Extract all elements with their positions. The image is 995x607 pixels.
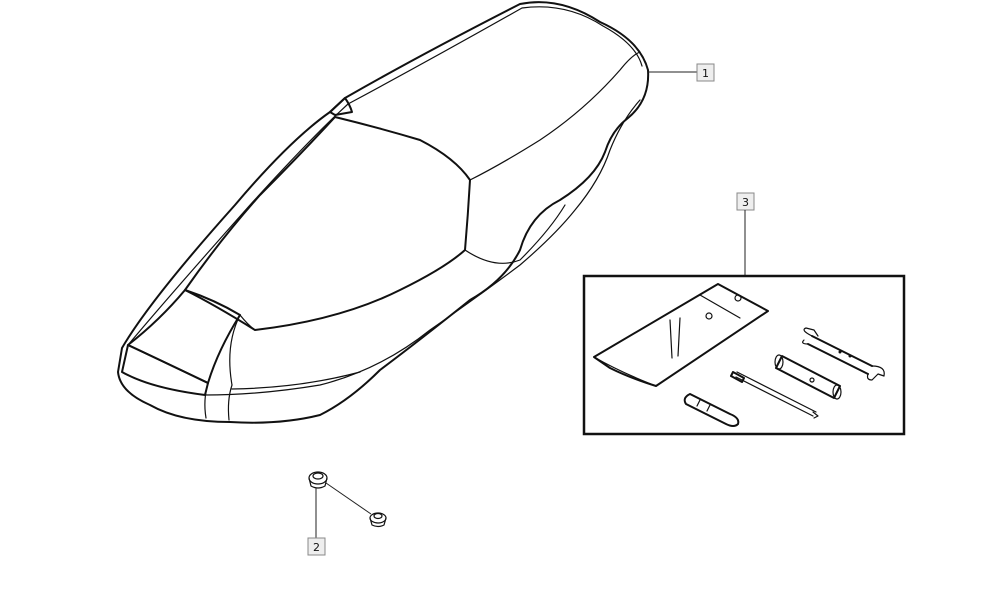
tool-kit-frame <box>582 274 906 436</box>
callout-1[interactable]: 1 <box>696 63 715 82</box>
callout-1-label: 1 <box>702 67 709 80</box>
callout-3-label: 3 <box>742 196 749 209</box>
callout-3[interactable]: 3 <box>736 192 755 211</box>
cap-nut-icon[interactable] <box>369 512 387 528</box>
box-wrench-icon <box>774 354 842 400</box>
screwdriver-handle-icon <box>683 393 740 427</box>
seat-icon[interactable] <box>117 1 650 424</box>
tool-kit-icon[interactable] <box>582 274 906 436</box>
cap-nut-icon[interactable] <box>308 471 328 489</box>
screwdriver-shaft-icon <box>730 371 819 419</box>
nut-link-line <box>325 482 372 515</box>
wrench-icon <box>802 327 885 381</box>
callout-2-label: 2 <box>313 541 320 554</box>
tool-pouch-icon <box>593 283 769 387</box>
callout-2[interactable]: 2 <box>307 537 326 556</box>
